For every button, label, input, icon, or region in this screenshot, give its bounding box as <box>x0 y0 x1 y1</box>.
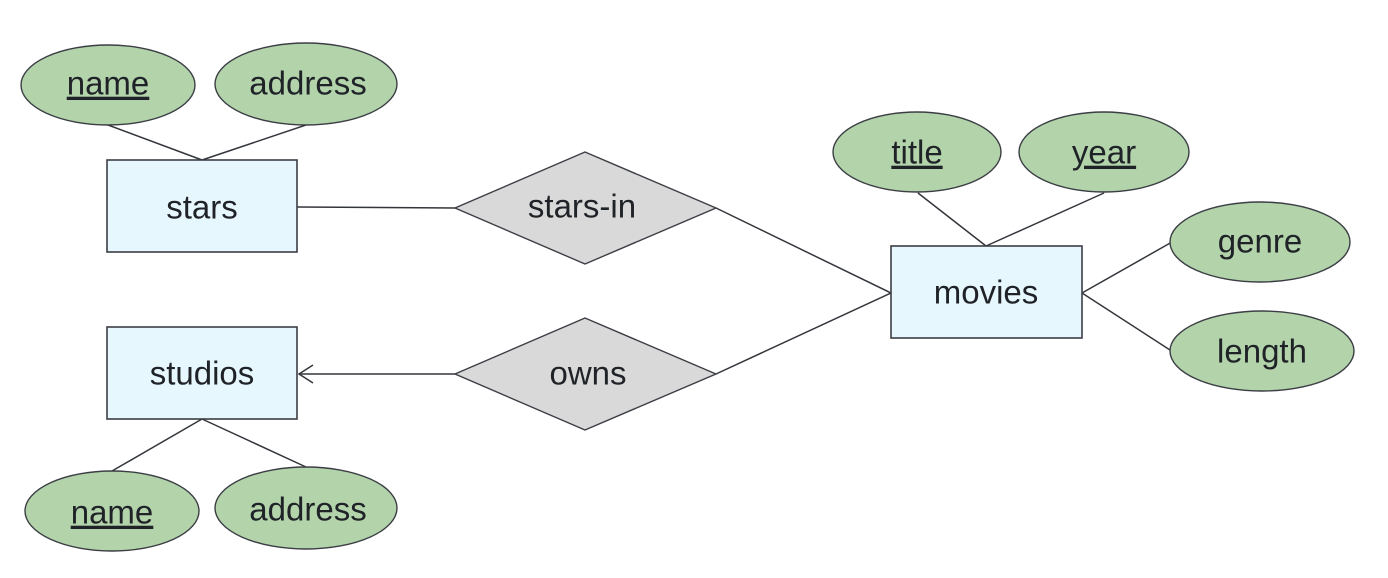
attribute-label: title <box>891 134 942 171</box>
studios-attribute-address[interactable]: address <box>214 466 398 550</box>
entity-label: stars <box>166 189 238 226</box>
relationship-stars-in[interactable]: stars-in <box>453 151 718 265</box>
movies-length-connector <box>1081 292 1171 351</box>
relationship-owns[interactable]: owns <box>453 317 718 431</box>
entity-box <box>890 245 1083 339</box>
movies-attribute-length[interactable]: length <box>1169 310 1355 392</box>
relationship-label: owns <box>549 355 626 392</box>
entity-label: studios <box>150 355 255 392</box>
stars-attribute-address[interactable]: address <box>214 42 398 126</box>
entity-box <box>106 326 298 420</box>
attribute-label: name <box>67 65 150 102</box>
entity-label: movies <box>934 274 1039 311</box>
stars-attribute-name[interactable]: name <box>20 44 196 126</box>
relationship-diamond <box>453 317 718 431</box>
attribute-label: year <box>1072 134 1136 171</box>
movies-year-connector <box>985 192 1105 247</box>
attribute-oval <box>214 466 398 550</box>
studios-attribute-name[interactable]: name <box>24 470 200 552</box>
movies-attribute-genre[interactable]: genre <box>1169 201 1351 283</box>
movies-genre-connector <box>1081 241 1173 294</box>
attribute-oval <box>832 111 1002 193</box>
attribute-oval <box>214 42 398 126</box>
attribute-label: length <box>1217 333 1307 370</box>
relationship-diamond <box>453 151 718 265</box>
movies-attribute-year[interactable]: year <box>1018 111 1190 193</box>
stars-address-connector <box>201 124 307 161</box>
owns-to-movies-connector <box>715 292 892 375</box>
attribute-oval <box>1169 201 1351 283</box>
attribute-label: address <box>249 65 366 102</box>
entity-movies[interactable]: movies <box>890 245 1083 339</box>
attribute-label: genre <box>1218 223 1302 260</box>
attribute-label: address <box>249 491 366 528</box>
connectors <box>107 124 1173 472</box>
movies-attribute-title[interactable]: title <box>832 111 1002 193</box>
stars-in-to-movies-connector <box>715 207 892 294</box>
attribute-oval <box>24 470 200 552</box>
entity-studios[interactable]: studios <box>106 326 298 420</box>
studios-name-connector <box>111 418 203 472</box>
attribute-label: name <box>71 494 154 531</box>
movies-title-connector <box>917 192 987 247</box>
attribute-oval <box>20 44 196 126</box>
entity-box <box>106 159 298 253</box>
stars-name-connector <box>107 124 203 161</box>
attribute-oval <box>1169 310 1355 392</box>
entity-stars[interactable]: stars <box>106 159 298 253</box>
studios-address-connector <box>201 418 307 468</box>
stars-to-stars-in-connector <box>296 206 456 209</box>
relationship-label: stars-in <box>528 188 636 225</box>
arrowhead <box>297 364 314 384</box>
attribute-oval <box>1018 111 1190 193</box>
